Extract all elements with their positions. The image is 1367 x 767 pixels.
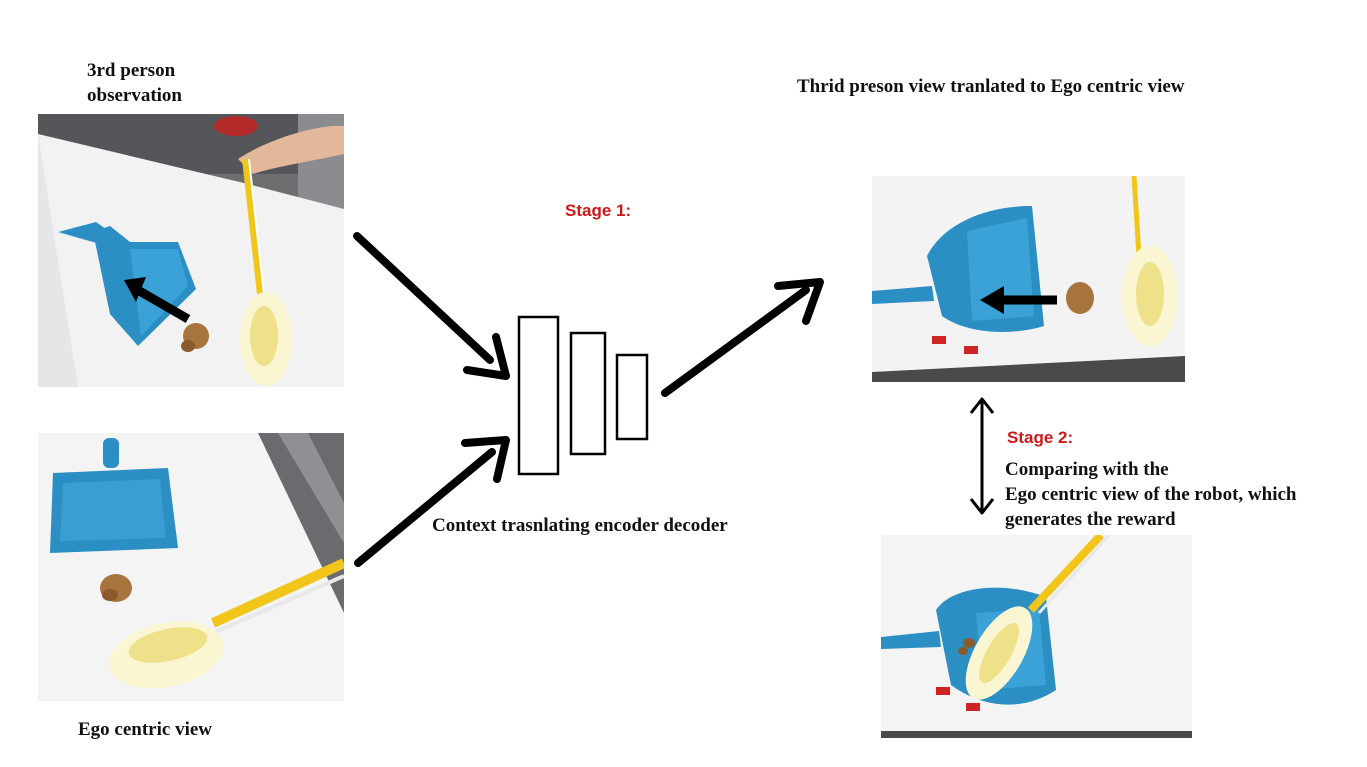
arrow-third-person-to-encoder (353, 232, 510, 380)
encoder-block-large (517, 315, 560, 476)
encoder-decoder-label: Context trasnlating encoder decoder (432, 515, 728, 536)
encoder-block-small (615, 353, 649, 441)
translated-view-title: Thrid preson view tranlated to Ego centr… (797, 76, 1185, 97)
stage-2-desc-line2: Ego centric view of the robot, which (1005, 484, 1297, 505)
stage-2-label: Stage 2: (1007, 428, 1074, 447)
stage-2-desc-line3: generates the reward (1005, 509, 1176, 530)
encoder-block-medium (569, 331, 607, 456)
ego-centric-view-label: Ego centric view (78, 719, 213, 740)
stage-2-description: Comparing with the Ego centric view of t… (1005, 457, 1296, 532)
ego-centric-view-image (38, 433, 344, 701)
stage-1-label: Stage 1: (565, 201, 632, 220)
encoder-decoder-blocks (517, 315, 649, 476)
robot-ego-centric-image (881, 535, 1192, 738)
bidirectional-compare-arrow (969, 397, 995, 515)
arrow-ego-to-encoder (354, 436, 510, 567)
third-person-label-line1: 3rd person (87, 60, 176, 81)
third-person-label-line2: observation (87, 85, 182, 106)
third-person-observation-image (38, 114, 344, 387)
stage-2-desc-line1: Comparing with the (1005, 459, 1169, 480)
third-person-observation-label: 3rd person observation (87, 58, 182, 108)
arrow-decoder-to-output (661, 278, 824, 397)
translated-view-image (872, 176, 1185, 382)
